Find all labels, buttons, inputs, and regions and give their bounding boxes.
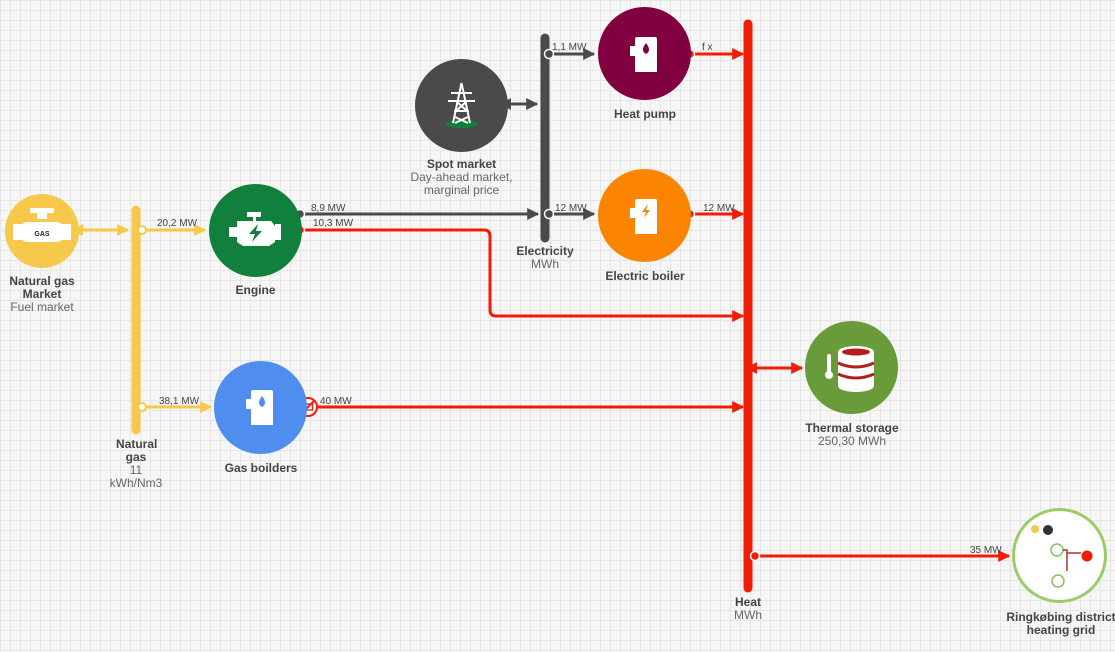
heat-pump-title: Heat pump (613, 107, 676, 121)
elec-electric-boiler-port[interactable] (543, 208, 555, 220)
electricity-bus-title: Electricity (516, 244, 574, 258)
heat-pump-icon (630, 37, 658, 75)
heat-pump-label: Heat pump (590, 108, 700, 121)
heat-grid-port[interactable] (749, 550, 761, 562)
engine-heat-value: 10,3 MW (313, 218, 354, 229)
elec-heat-pump-port[interactable] (543, 48, 555, 60)
spot-market-title: Spot market (426, 157, 497, 171)
gas-boiler-icon (246, 390, 274, 428)
engine-heat-flow[interactable] (300, 228, 745, 322)
district-grid-label: Ringkøbing district heating grid (1002, 611, 1115, 637)
spot-market-node[interactable] (415, 59, 508, 152)
gas-boilers-label: Gas boilders (206, 462, 316, 475)
gas-boilers-title: Gas boilders (224, 461, 298, 475)
gas-boilers-port[interactable] (137, 402, 147, 412)
engine-icon (229, 212, 281, 246)
natural-gas-market-label: Natural gas Market Fuel market (0, 275, 84, 314)
natural-gas-market-sub: Fuel market (10, 300, 74, 314)
electric-boiler-label: Electric boiler (586, 270, 704, 283)
elec-to-heat-pump-value: 1,1 MW (552, 42, 587, 53)
district-grid-title: Ringkøbing district heating grid (1006, 610, 1115, 637)
gas-boilers-heat-value: 40 MW (320, 396, 352, 407)
heat-to-grid-value: 35 MW (970, 545, 1002, 556)
gas-boilers-node[interactable] (214, 361, 307, 454)
heat-bus-title: Heat (734, 595, 761, 609)
electric-boiler-heat-value: 12 MW (703, 203, 735, 214)
electric-boiler-title: Electric boiler (605, 269, 685, 283)
natural-gas-market-title: Natural gas Market (9, 274, 75, 301)
electricity-bus-unit: MWh (531, 257, 559, 271)
gas-valve-icon: GAS (13, 208, 71, 242)
grid-network-icon (1031, 525, 1093, 588)
thermal-storage-title: Thermal storage (805, 421, 899, 435)
spot-market-sub: Day-ahead market, marginal price (410, 170, 513, 197)
gas-to-boilers-value: 38,1 MW (159, 396, 200, 407)
natural-gas-bus-title: Natural gas (116, 437, 158, 464)
engine-title: Engine (235, 283, 276, 297)
storage-tank-icon (825, 346, 875, 392)
power-pylon-icon (445, 82, 478, 128)
electric-boiler-icon (630, 199, 658, 237)
natural-gas-bus-label: Natural gas 11 kWh/Nm3 (100, 438, 172, 490)
heat-bus-unit: MWh (734, 608, 762, 622)
heat-pump-heat-value: f x (702, 42, 713, 53)
thermal-storage-label: Thermal storage 250,30 MWh (787, 422, 917, 448)
spot-market-label: Spot market Day-ahead market, marginal p… (400, 158, 523, 197)
elec-to-electric-boiler-value: 12 MW (555, 203, 587, 214)
gas-valve-label: GAS (34, 231, 50, 238)
engine-label: Engine (205, 284, 306, 297)
thermal-storage-sub: 250,30 MWh (817, 434, 887, 448)
heat-pump-node[interactable] (598, 7, 691, 100)
heat-bus-label: Heat MWh (718, 596, 778, 622)
engine-node[interactable] (209, 184, 302, 277)
natural-gas-bus-unit: kWh/Nm3 (109, 476, 163, 490)
gas-to-engine-value: 20,2 MW (157, 218, 198, 229)
thermal-storage-node[interactable] (805, 321, 898, 414)
natural-gas-market-node[interactable]: GAS (5, 194, 79, 268)
gas-engine-port[interactable] (137, 225, 147, 235)
district-grid-node[interactable] (1012, 508, 1107, 603)
engine-electric-value: 8,9 MW (311, 203, 346, 214)
electric-boiler-node[interactable] (598, 169, 691, 262)
electricity-bus-label: Electricity MWh (505, 245, 585, 271)
natural-gas-bus-value: 11 (129, 463, 143, 477)
